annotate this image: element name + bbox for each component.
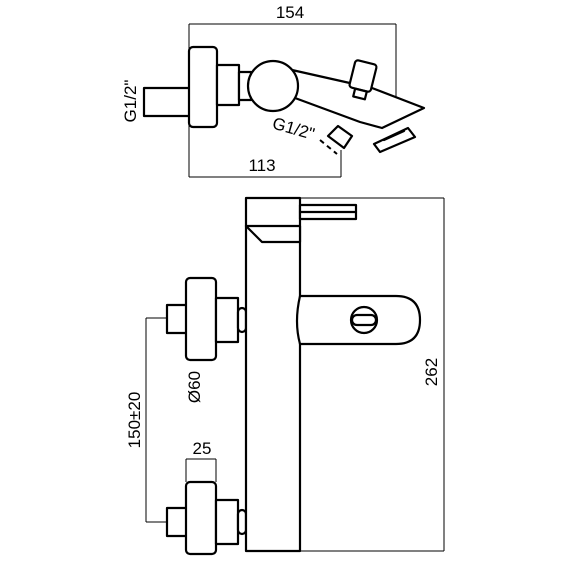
lever-base [244,224,302,244]
dim-262-label: 262 [422,358,441,386]
outlet-thread-label: G1/2" [270,114,316,144]
dim-113-label: 113 [248,156,275,175]
top-body-circle [246,59,300,113]
front-view: 262 150±20 Ø60 25 [125,196,445,556]
top-connector-nut [215,63,241,107]
dim-154-label: 154 [276,3,304,22]
lower-flange [184,480,218,556]
upper-nut [214,296,240,344]
dim-25-label: 25 [193,439,212,458]
inlet-thread-label: G1/2" [121,80,140,123]
dim-150-label: 150±20 [125,392,144,449]
upper-nut-step [236,306,248,334]
top-wall-flange [187,45,219,129]
top-view: 154 113 G1/2" G1/2" [121,3,426,178]
upper-flange [184,276,218,362]
top-outlet-connector [326,124,354,150]
diverter-slot [350,313,378,327]
mixer-body [244,196,302,553]
dim-diameter-label: Ø60 [185,371,204,403]
lower-nut-step [236,508,248,536]
top-inlet-pipe [142,86,192,118]
top-outlet-dashed [319,139,338,155]
top-aerator [372,126,417,154]
lower-nut [214,498,240,546]
top-aerator-inner [382,129,406,142]
top-diverter-stem [352,87,368,101]
